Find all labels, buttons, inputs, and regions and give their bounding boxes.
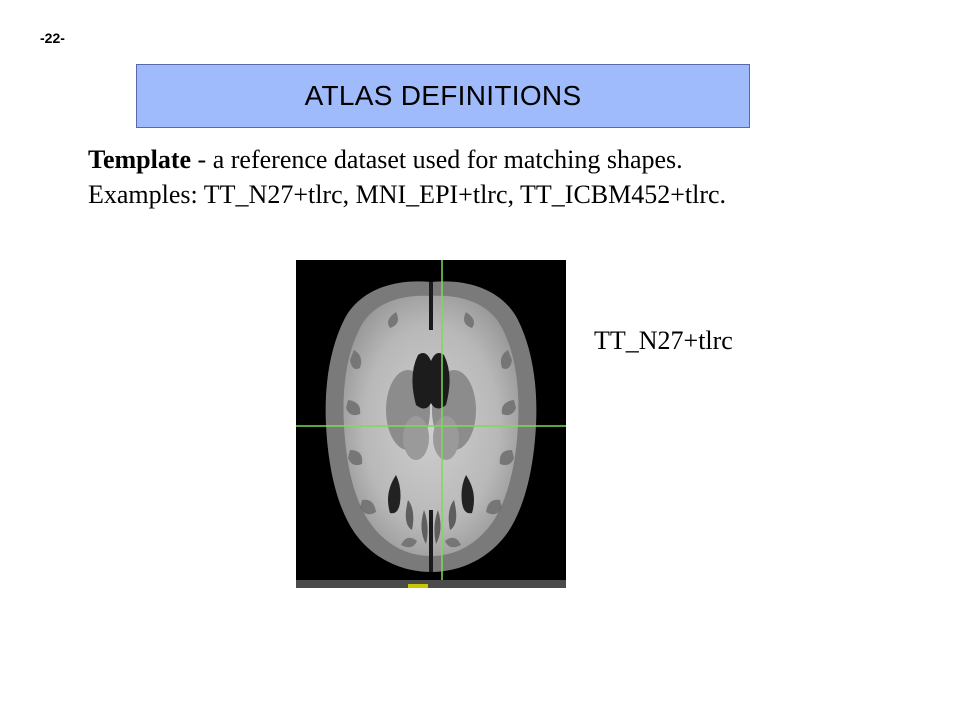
page-number: -22-: [40, 30, 65, 46]
definition-separator: -: [191, 145, 213, 174]
image-bottom-bar: [296, 580, 566, 588]
brain-mri-image: [296, 260, 566, 588]
brain-axial-slice: [296, 260, 566, 588]
posterior-ventricle-left: [388, 475, 401, 514]
occipital-folds: [405, 500, 457, 544]
slide-title: ATLAS DEFINITIONS: [304, 80, 582, 111]
examples-line: Examples: TT_N27+tlrc, MNI_EPI+tlrc, TT_…: [88, 180, 727, 209]
posterior-ventricle-right: [461, 475, 474, 514]
definition-term: Template: [88, 145, 192, 174]
lateral-ventricles: [412, 353, 450, 409]
title-banner: ATLAS DEFINITIONS: [136, 64, 750, 128]
definition-line: Template - a reference dataset used for …: [88, 142, 938, 177]
right-thalamus: [433, 416, 459, 460]
definition-block: Template - a reference dataset used for …: [88, 142, 938, 212]
image-bottom-marker: [408, 584, 428, 588]
image-caption: TT_N27+tlrc: [594, 326, 733, 355]
left-thalamus: [403, 416, 429, 460]
definition-text: a reference dataset used for matching sh…: [212, 145, 683, 174]
gyri-texture: [346, 312, 516, 548]
